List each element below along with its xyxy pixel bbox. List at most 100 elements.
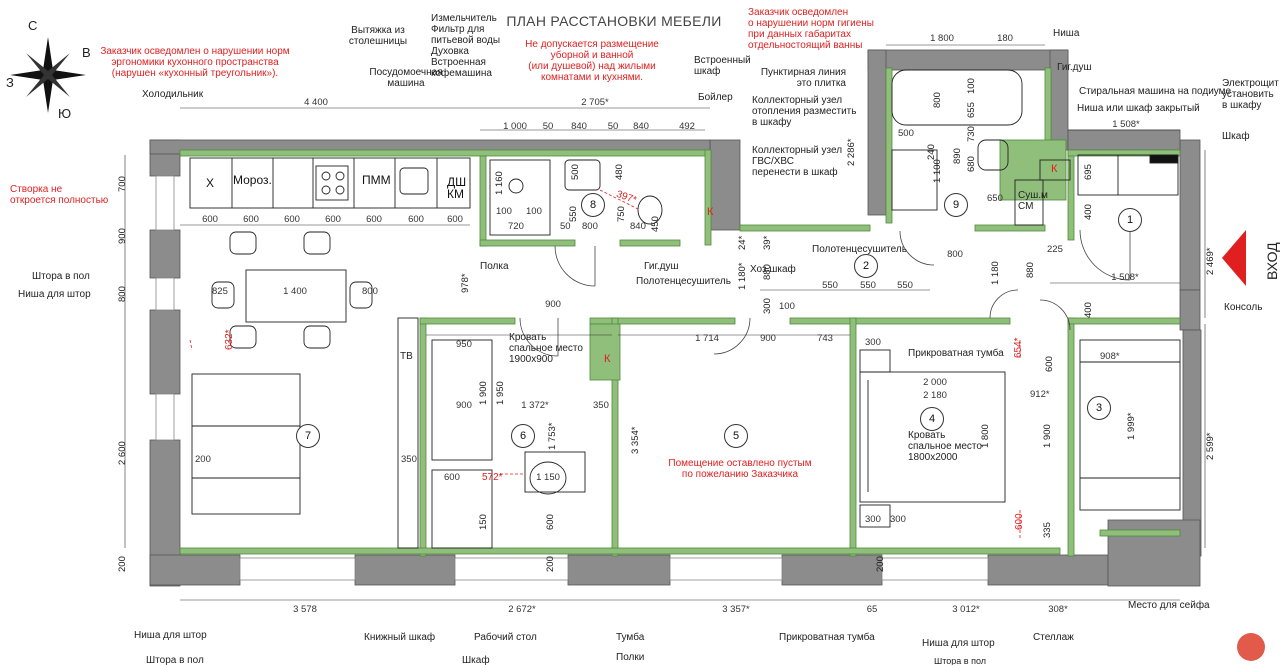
dim: 500: [570, 164, 581, 180]
room-badge-1: 1: [1118, 208, 1142, 232]
dim: 650: [987, 193, 1003, 204]
dim: 225: [1047, 244, 1063, 255]
dim: 1 000: [503, 121, 527, 132]
dim: 743: [817, 333, 833, 344]
brand-logo-icon: [1237, 633, 1265, 661]
dim: 2 286*: [846, 138, 857, 166]
label-heating-collector: Коллекторный узел отопления разместить в…: [752, 95, 857, 128]
dim: 1 999*: [1126, 412, 1137, 440]
label-console: Консоль: [1224, 302, 1263, 313]
dim: 1 714: [695, 333, 719, 344]
dim: 550: [860, 280, 876, 291]
label-bed-double: Кровать спальное место 1800х2000: [908, 430, 982, 463]
dim: 825: [212, 286, 228, 297]
dim: 1 900: [478, 381, 489, 405]
label-dryer-washer: Суш.м СМ: [1018, 190, 1048, 212]
room-badge-7: 7: [296, 424, 320, 448]
dim: 550: [568, 206, 579, 222]
note-window-sash: Створка не откроется полностью: [10, 184, 109, 206]
label-built-in-closet: Встроенный шкаф: [694, 55, 751, 77]
dim: 840: [633, 121, 649, 132]
label-wm-podium: Стиральная машина на подиуме: [1079, 86, 1232, 97]
label-towel-dryer-hall: Полотенцесушитель: [812, 244, 907, 255]
note-bath-above: Не допускается размещение уборной и ванн…: [525, 39, 659, 83]
dim: 400: [1083, 302, 1094, 318]
label-curtain-niche-left: Ниша для штор: [18, 289, 91, 300]
room-badge-2: 2: [854, 254, 878, 278]
label-curtain-floor-b2: Штора в пол: [934, 658, 987, 665]
dim: 1 508*: [1111, 272, 1139, 283]
dim: 600: [408, 214, 424, 225]
dim: 600: [202, 214, 218, 225]
dim: 100: [496, 206, 512, 217]
dim: 1 508*: [1112, 119, 1140, 130]
dim: 600: [1044, 356, 1055, 372]
label-bed-single: Кровать спальное место 1900х900: [509, 332, 583, 365]
dim: 800: [947, 249, 963, 260]
dim: 600: [447, 214, 463, 225]
dim: 200: [117, 556, 128, 572]
dim: 2 672*: [508, 604, 536, 615]
fixture-x: Х: [206, 176, 215, 190]
dim: 800: [932, 92, 943, 108]
collector-k-1: К: [707, 206, 714, 218]
dim: 1 150: [536, 472, 560, 483]
fixture-oven-coffee: ДШ КМ: [447, 175, 467, 201]
room-badge-9: 9: [944, 193, 968, 217]
dim: 1 372*: [521, 400, 549, 411]
dim: 300: [890, 514, 906, 525]
dim: 900: [545, 299, 561, 310]
dim: 500: [898, 128, 914, 139]
dimension-lines: [124, 44, 1206, 601]
dim: 50: [607, 121, 619, 132]
dim: 950: [456, 339, 472, 350]
dim: 978*: [460, 273, 471, 293]
compass-rose-icon: [10, 37, 86, 113]
dim: 840: [630, 221, 646, 232]
compass-west-label: З: [6, 75, 14, 90]
dim: 3 357*: [722, 604, 750, 615]
dim: 700: [117, 176, 128, 192]
dim: 2 469*: [1205, 247, 1216, 275]
dim: 2 000: [923, 377, 947, 388]
dim: 50: [560, 221, 571, 232]
dim: 900: [456, 400, 472, 411]
dim: 1 800: [930, 33, 954, 44]
label-cabinet-bottom: Шкаф: [462, 655, 490, 666]
dim: 1 180: [990, 261, 1001, 285]
label-bookcase: Книжный шкаф: [364, 632, 436, 643]
dim-red: 600: [1014, 513, 1025, 530]
dim: 3 012*: [952, 604, 980, 615]
label-shelf: Полка: [480, 261, 509, 272]
dim: 1 950: [495, 381, 506, 405]
dim: 1 180*: [737, 262, 748, 290]
dim: 2 600: [117, 441, 128, 465]
dim: 890: [952, 148, 963, 164]
collector-k-2: К: [604, 353, 611, 365]
dim-red: 632*: [224, 329, 235, 350]
collector-k-3: К: [1051, 163, 1058, 175]
dim: 1 160: [494, 171, 505, 195]
room-badge-6: 6: [511, 424, 535, 448]
dim: 600: [366, 214, 382, 225]
label-hyg-shower: Гиг.душ: [644, 261, 679, 272]
label-fridge: Холодильник: [142, 89, 204, 100]
note-hygiene: Заказчик осведомлен о нарушении норм гиг…: [748, 7, 874, 51]
dim: 2 705*: [581, 97, 609, 108]
room-badge-3: 3: [1087, 396, 1111, 420]
dim: 550: [822, 280, 838, 291]
page-title: ПЛАН РАССТАНОВКИ МЕБЕЛИ: [506, 13, 722, 29]
dim: 2 599*: [1205, 432, 1216, 460]
doors: [519, 229, 1131, 357]
dim: 65: [866, 604, 878, 615]
windows: [155, 175, 989, 581]
label-safe-place: Место для сейфа: [1128, 600, 1210, 611]
dim: 100: [526, 206, 542, 217]
dim: 150: [478, 514, 489, 530]
dim: 600: [444, 472, 460, 483]
dim: 880: [1025, 262, 1036, 278]
dim: 492: [679, 121, 695, 132]
dim-red: 654*: [1013, 337, 1024, 358]
dim: 900: [760, 333, 776, 344]
